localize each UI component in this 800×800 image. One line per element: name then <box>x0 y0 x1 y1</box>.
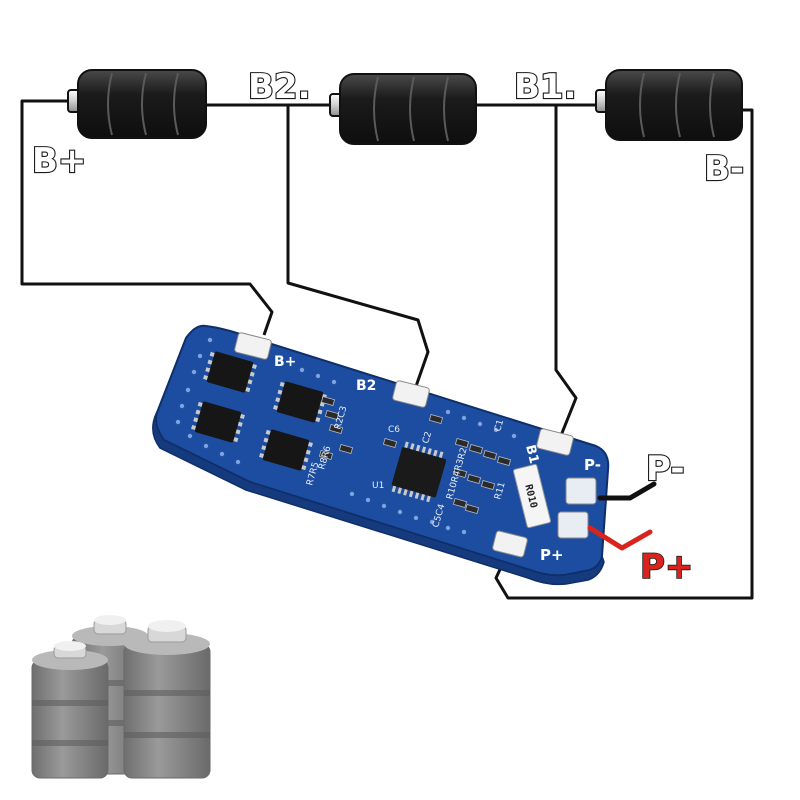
pad-b-plus <box>234 332 272 360</box>
battery-cell-1 <box>67 69 207 139</box>
label-p-plus: P+ <box>640 547 693 587</box>
wire-p-plus <box>587 525 653 551</box>
battery-cell-2 <box>329 73 477 145</box>
silk-r11: R11 <box>493 481 507 501</box>
wire-b2 <box>286 105 430 393</box>
label-b2: B2. <box>248 67 311 107</box>
label-b1: B1. <box>514 67 577 107</box>
silk-c6: C6 <box>388 425 400 435</box>
wire-b-plus <box>20 99 274 336</box>
silk-b2: B2 <box>356 378 376 394</box>
pad-p-plus-solder <box>557 511 589 539</box>
bms-board: R010 B+ B2 B1 P- P+ U1 C6 R11 R10R4R3R2 … <box>152 324 610 586</box>
pad-b2 <box>392 380 430 408</box>
battery-cell-icon <box>329 73 477 145</box>
silk-p-minus: P- <box>584 456 601 474</box>
silk-c2: C2 <box>421 431 434 445</box>
pcb-edge <box>152 409 605 586</box>
wiring <box>20 99 754 600</box>
shunt-resistor: R010 <box>513 463 551 529</box>
silk-u1: U1 <box>372 481 384 491</box>
silk-b-plus: B+ <box>274 354 296 370</box>
wire-b-minus <box>494 108 754 600</box>
silk-c1: C1 <box>493 419 506 433</box>
label-b-plus: B+ <box>32 141 86 181</box>
battery-cell-icon <box>595 69 743 141</box>
battery-group-icon <box>31 615 211 779</box>
mosfet-group <box>191 351 327 471</box>
pcb-vias <box>175 337 517 535</box>
silk-p-plus: P+ <box>540 546 564 564</box>
battery-cell-3 <box>595 69 743 141</box>
pad-b-minus <box>492 530 528 558</box>
protection-ic <box>391 441 447 503</box>
label-p-minus: P- <box>646 449 684 489</box>
wire-p-minus <box>597 481 657 501</box>
battery-cell-icon <box>67 69 207 139</box>
label-b-minus: B- <box>704 149 744 189</box>
silk-b1: B1 <box>522 443 541 465</box>
pad-p-minus-solder <box>565 477 597 505</box>
pad-b1 <box>536 428 574 456</box>
smd-components <box>318 395 512 515</box>
wire-b1 <box>554 105 578 439</box>
